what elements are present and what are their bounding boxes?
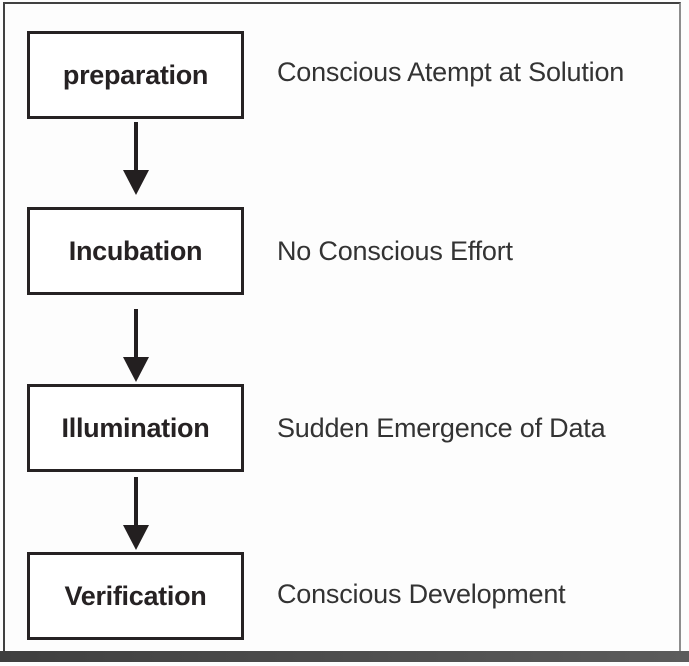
stage-description: No Conscious Effort xyxy=(277,236,513,266)
stage-box-incubation: Incubation xyxy=(27,207,244,295)
flow-arrow-down xyxy=(122,122,149,195)
stage-description: Conscious Atempt at Solution xyxy=(277,57,625,87)
arrow-shaft xyxy=(133,122,138,170)
stage-box-label: preparation xyxy=(62,59,209,90)
frame-bottom-band xyxy=(0,651,689,662)
stage-box-preparation: preparation xyxy=(27,31,244,119)
stage-description: Conscious Development xyxy=(277,579,566,609)
stage-box-label: Incubation xyxy=(68,235,203,266)
stage-description: Sudden Emergence of Data xyxy=(277,413,606,443)
flow-arrow-down xyxy=(122,477,149,550)
stage-box-label: Illumination xyxy=(61,412,210,443)
down-arrow-icon xyxy=(122,357,149,382)
stage-box-label: Verification xyxy=(64,580,207,611)
down-arrow-icon xyxy=(122,170,149,195)
arrow-shaft xyxy=(133,477,138,525)
arrow-shaft xyxy=(133,309,138,357)
stage-box-verification: Verification xyxy=(27,552,244,640)
flow-arrow-down xyxy=(122,309,149,382)
down-arrow-icon xyxy=(122,525,149,550)
stage-box-illumination: Illumination xyxy=(27,384,244,472)
